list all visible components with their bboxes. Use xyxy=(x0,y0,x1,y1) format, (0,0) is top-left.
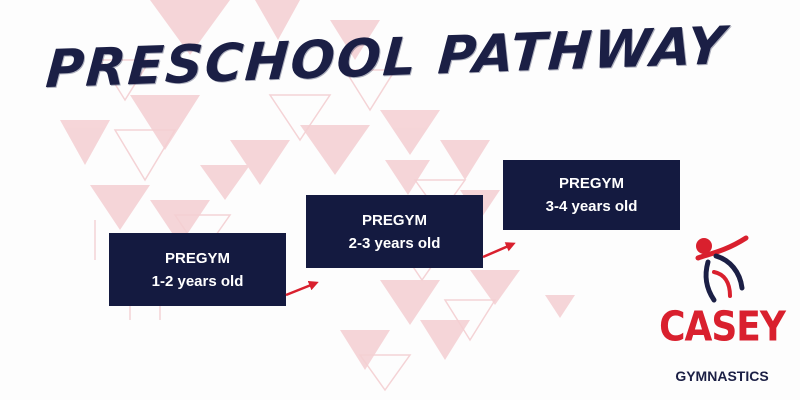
step-program-label: PREGYM xyxy=(558,175,624,192)
step-age-label: 2-3 years old xyxy=(348,234,441,252)
pathway-step-1: PREGYM 1-2 years old xyxy=(109,233,286,306)
gymnast-figure-icon xyxy=(695,235,749,303)
casey-gymnastics-logo: CASEY GYMNASTICS xyxy=(652,230,792,390)
logo-subtitle: GYMNASTICS xyxy=(675,368,769,384)
logo-wordmark: CASEY xyxy=(659,303,786,351)
step-age-label: 3-4 years old xyxy=(545,198,638,215)
step-program-label: PREGYM xyxy=(164,249,230,267)
pathway-step-2: PREGYM 2-3 years old xyxy=(306,195,483,268)
step-age-label: 1-2 years old xyxy=(151,272,244,290)
step-program-label: PREGYM xyxy=(361,211,427,229)
pathway-step-3: PREGYM 3-4 years old xyxy=(503,160,680,230)
